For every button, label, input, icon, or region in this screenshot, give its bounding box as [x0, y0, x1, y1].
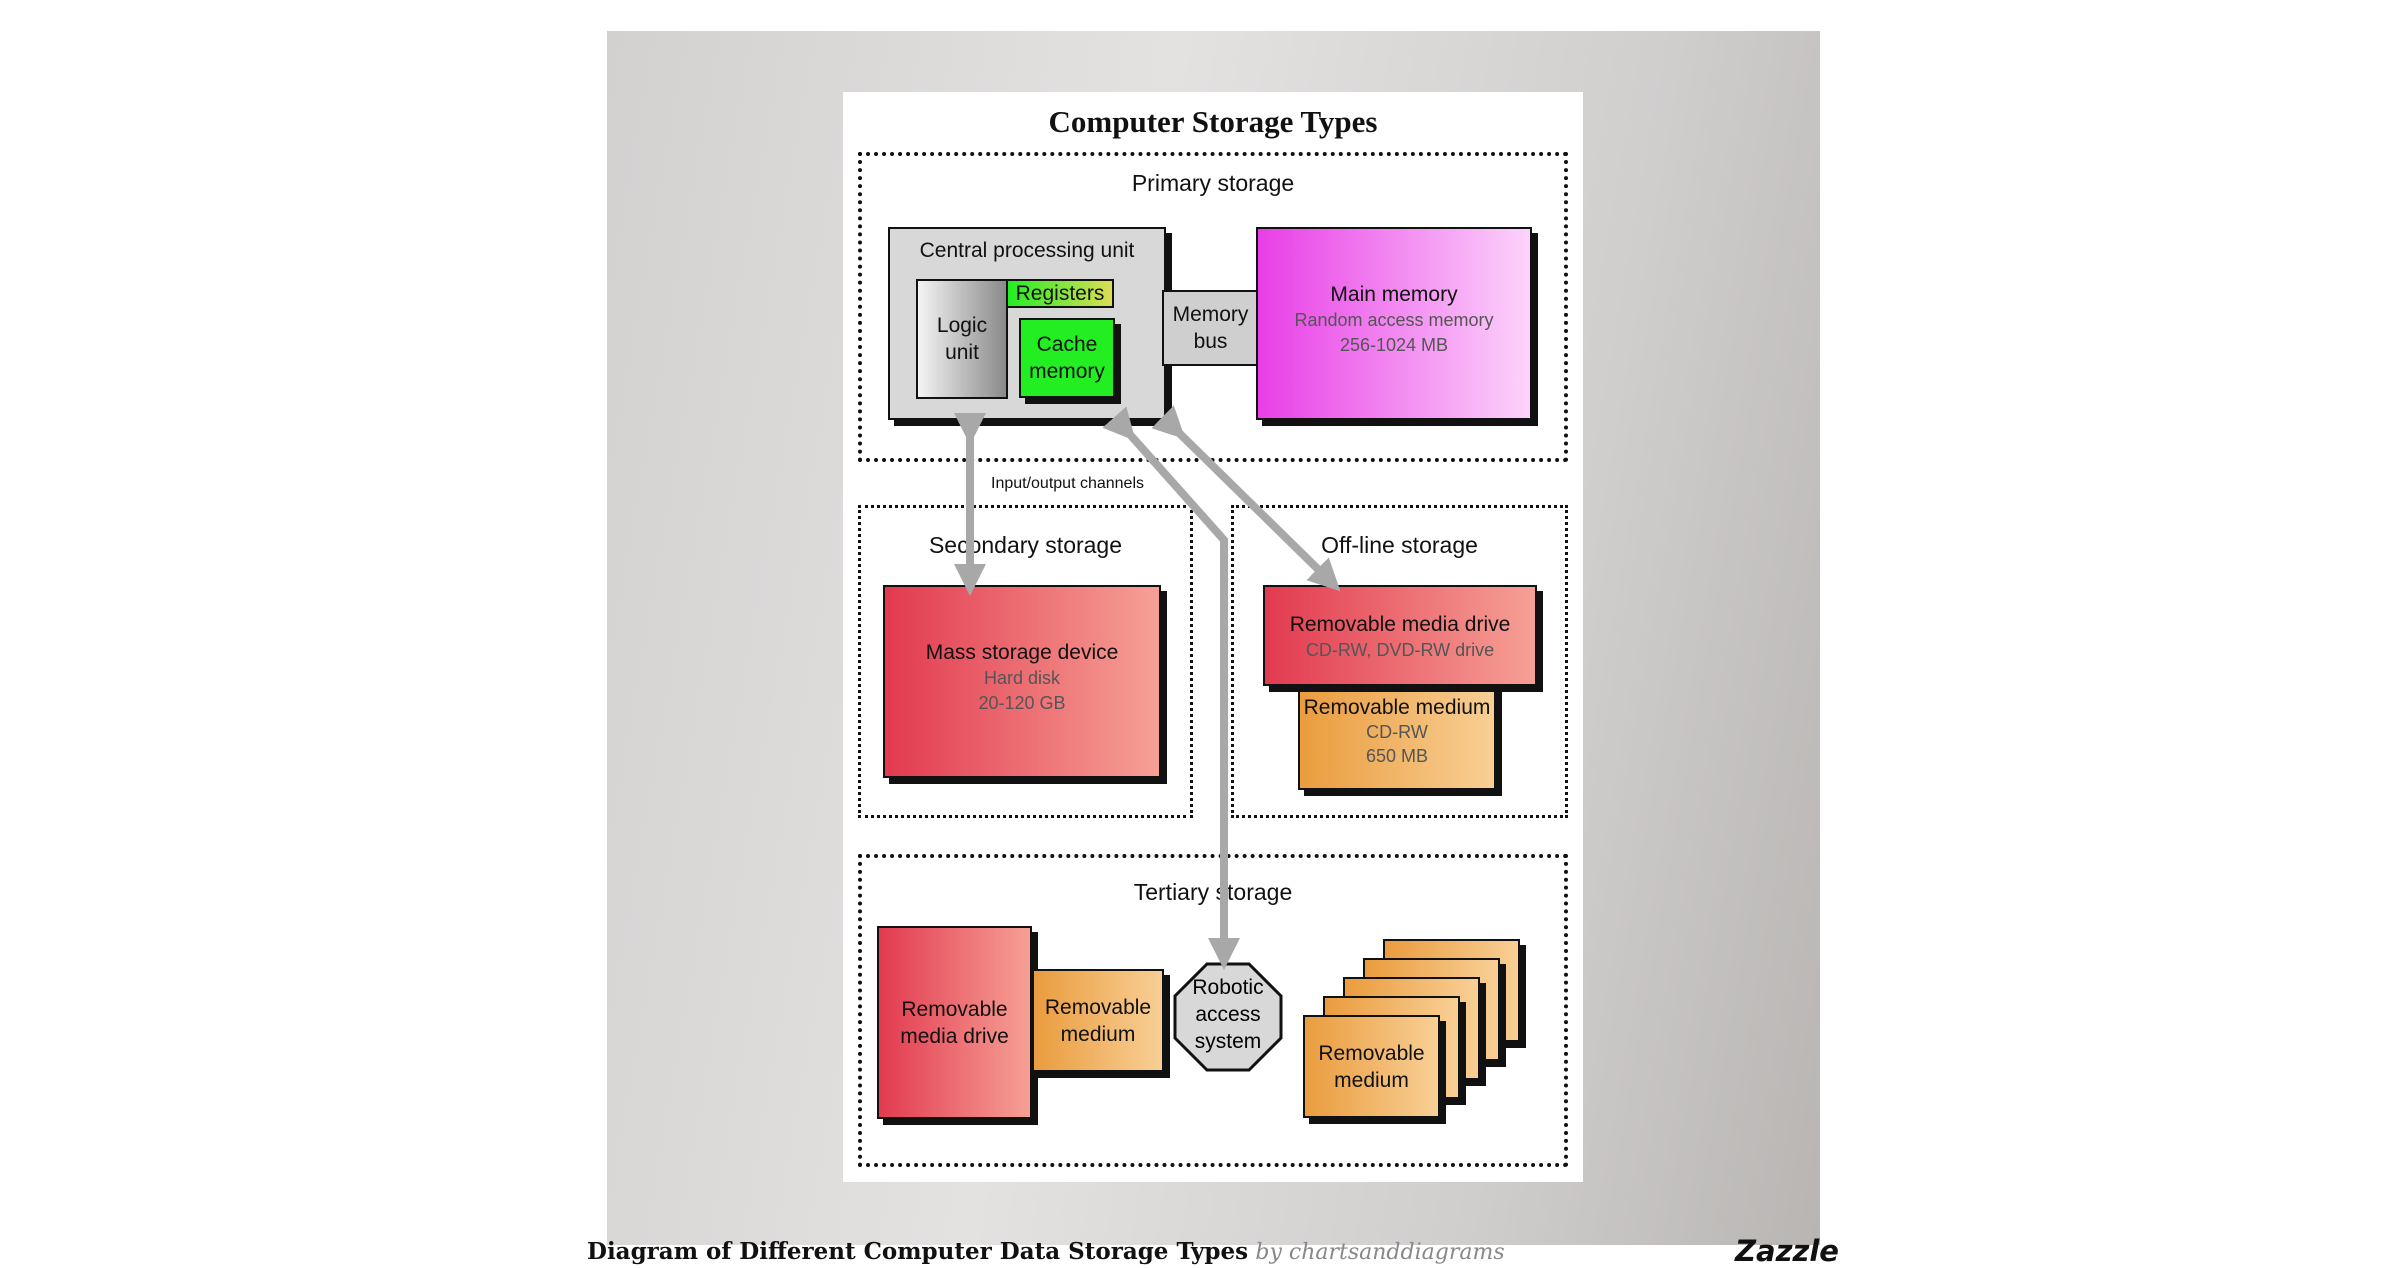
offline-medium-size: 650 MB [1365, 746, 1429, 766]
stacked-medium-front: Removable medium [1303, 1015, 1440, 1118]
memory-bus-label: Memory bus [1172, 303, 1249, 353]
caption-title[interactable]: Diagram of Different Computer Data Stora… [587, 1238, 1249, 1265]
tertiary-drive-label: Removable media drive [900, 997, 1009, 1048]
registers-label: Registers [1015, 282, 1105, 305]
cpu-label: Central processing unit [919, 239, 1135, 262]
cache-memory-box: Cache memory [1019, 318, 1115, 398]
zazzle-logo[interactable]: Zazzle [1735, 1234, 1839, 1268]
tertiary-medium-label: Removable medium [1044, 995, 1152, 1046]
offline-medium-label: Removable medium [1303, 696, 1491, 719]
mass-storage-size: 20-120 GB [978, 693, 1066, 713]
offline-removable-drive-box: Removable media drive CD-RW, DVD-RW driv… [1263, 585, 1537, 686]
io-channel-arrows [954, 405, 1341, 970]
main-memory-box: Main memory Random access memory 256-102… [1256, 227, 1532, 420]
registers-box: Registers [1006, 279, 1114, 308]
primary-storage-label: Primary storage [1131, 170, 1295, 196]
tertiary-removable-drive-box: Removable media drive [877, 926, 1032, 1119]
caption-author[interactable]: by chartsanddiagrams [1255, 1240, 1505, 1265]
offline-medium-type: CD-RW [1366, 722, 1428, 742]
tertiary-removable-medium-box: Removable medium [1032, 969, 1164, 1072]
octagon-icon [1173, 962, 1283, 1072]
poster: Computer Storage Types Primary storage C… [843, 92, 1583, 1182]
io-arrow-tertiary [1102, 406, 1240, 970]
main-memory-type: Random access memory [1294, 310, 1494, 330]
memory-bus-box: Memory bus [1162, 290, 1259, 366]
logic-unit-label: Logic unit [936, 314, 988, 364]
diagram-title: Computer Storage Types [1048, 104, 1378, 139]
offline-drive-label: Removable media drive [1289, 613, 1511, 636]
mass-storage-type: Hard disk [983, 668, 1061, 688]
robotic-access-system: Robotic access system [1173, 962, 1283, 1072]
main-memory-size: 256-1024 MB [1339, 335, 1449, 355]
offline-storage-label: Off-line storage [1321, 532, 1478, 558]
robotic-access-label: Robotic access system [1192, 976, 1264, 1053]
mass-storage-label: Mass storage device [925, 641, 1119, 664]
cache-memory-label: Cache memory [1029, 333, 1105, 383]
product-caption[interactable]: Diagram of Different Computer Data Stora… [587, 1238, 1505, 1265]
logic-unit-box: Logic unit [916, 279, 1008, 399]
stacked-medium-label: Removable medium [1318, 1041, 1425, 1092]
offline-removable-medium-box: Removable medium CD-RW 650 MB [1298, 686, 1496, 790]
offline-drive-type: CD-RW, DVD-RW drive [1305, 640, 1495, 660]
main-memory-label: Main memory [1330, 283, 1458, 306]
